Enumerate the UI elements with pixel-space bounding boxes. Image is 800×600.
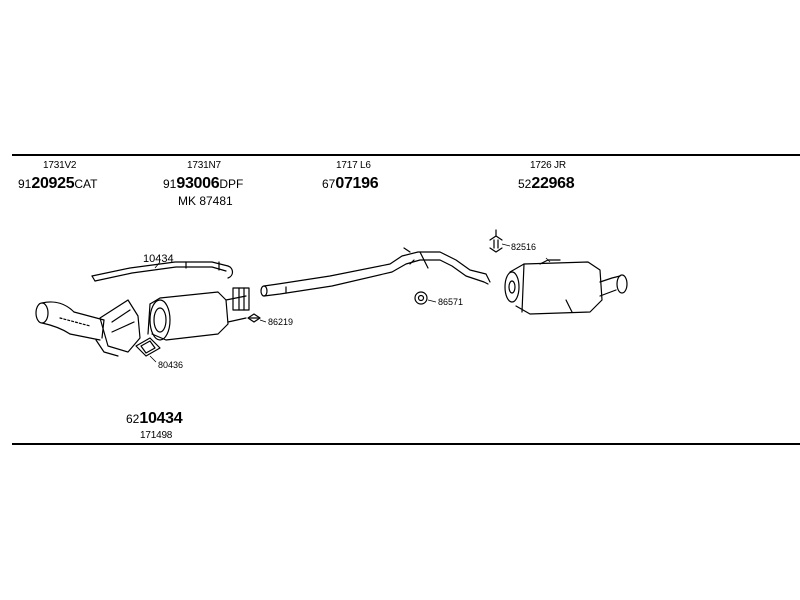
top-rule — [12, 154, 800, 156]
dpf-assembly — [147, 287, 250, 341]
dpf-part-number: 9193006DPF — [163, 176, 243, 192]
catalyst-main: 20925 — [31, 175, 75, 192]
rear-silencer — [504, 259, 628, 315]
clamp-front — [247, 313, 261, 323]
dpf-main: 93006 — [176, 175, 220, 192]
ring-label: 86571 — [438, 297, 463, 307]
footer-ref: 171498 — [140, 430, 173, 441]
hanger-label: 82516 — [511, 242, 536, 252]
hanger-82516 — [489, 229, 503, 253]
rear-silencer-ref: 1726 JR — [530, 160, 566, 171]
catalyst-ref: 1731V2 — [43, 160, 77, 171]
catalyst-suffix: CAT — [74, 177, 98, 191]
middle-pipe-main: 07196 — [335, 175, 379, 192]
dpf-mounting-kit: MK 87481 — [178, 194, 233, 208]
heat-shield — [91, 261, 234, 282]
heat-shield-label: 10434 — [143, 253, 174, 265]
ring-86571 — [414, 291, 428, 305]
catalyst-prefix: 91 — [18, 177, 32, 191]
dpf-prefix: 91 — [163, 177, 177, 191]
middle-pipe-ref: 1717 L6 — [336, 160, 371, 171]
gasket-label: 80436 — [158, 360, 183, 370]
dpf-suffix: DPF — [219, 177, 244, 191]
clamp-front-label: 86219 — [268, 317, 293, 327]
gasket — [135, 337, 161, 357]
catalyst-assembly — [35, 299, 141, 357]
middle-pipe-part-number: 6707196 — [322, 175, 379, 192]
middle-pipe — [260, 247, 491, 297]
dpf-ref: 1731N7 — [187, 160, 221, 171]
middle-pipe-prefix: 67 — [322, 177, 336, 191]
rear-silencer-main: 22968 — [531, 175, 575, 192]
footer-prefix: 62 — [126, 412, 140, 426]
bottom-rule — [12, 443, 800, 445]
footer-part-number: 6210434 — [126, 410, 183, 427]
catalyst-part-number: 9120925CAT — [18, 176, 97, 192]
footer-main: 10434 — [139, 410, 183, 427]
rear-silencer-part-number: 5222968 — [518, 175, 575, 192]
rear-silencer-prefix: 52 — [518, 177, 532, 191]
